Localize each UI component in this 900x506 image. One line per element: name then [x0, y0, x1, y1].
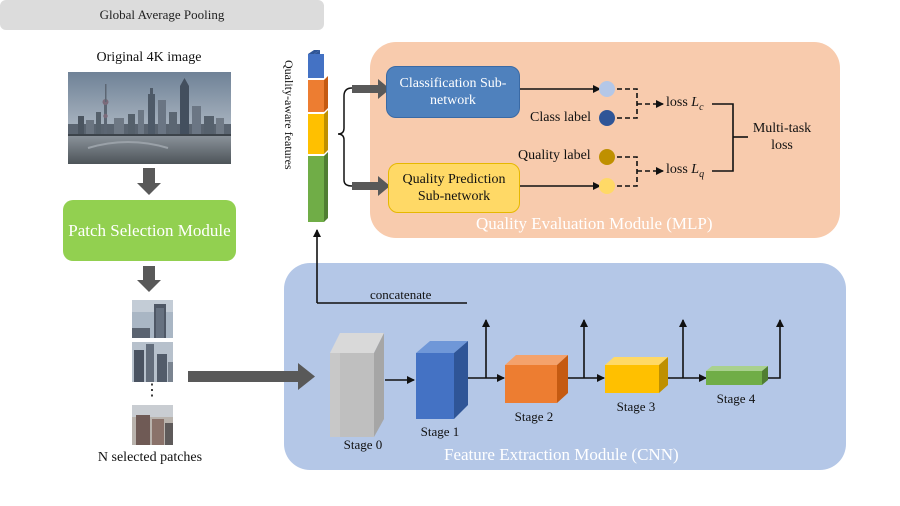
classification-subnetwork: Classification Sub-network	[386, 66, 520, 118]
quality-evaluation-title: Quality Evaluation Module (MLP)	[476, 214, 713, 233]
stage-2-label: Stage 2	[514, 409, 554, 424]
feature-extraction-title: Feature Extraction Module (CNN)	[444, 445, 679, 464]
quality-aware-features-label: Quality-aware features	[282, 60, 296, 170]
stage-4-block	[706, 366, 768, 385]
patch-thumbnail-2	[132, 342, 173, 382]
class-label-text: Class label	[530, 110, 592, 125]
feature-segment-green	[308, 152, 328, 222]
patch-thumbnail-1	[132, 300, 173, 338]
predicted-quality-dot	[599, 178, 615, 194]
quality-label-dot	[599, 149, 615, 165]
original-image-label: Original 4K image	[96, 50, 202, 65]
stage-3-block	[605, 357, 668, 393]
quality-label-text: Quality label	[518, 148, 591, 163]
down-arrow-1	[137, 168, 161, 195]
down-arrow-2	[137, 266, 161, 292]
loss-q-label: loss Lq	[666, 162, 705, 180]
quality-aware-feature-vector	[308, 50, 328, 222]
stage-4-label: Stage 4	[716, 391, 756, 406]
patches-to-cnn-arrow	[188, 363, 315, 390]
multi-task-loss-label: Multi-task loss	[752, 121, 812, 153]
quality-prediction-subnetwork: Quality Prediction Sub-network	[388, 163, 520, 213]
arrow-to-classification	[352, 79, 390, 99]
selected-patches-label: N selected patches	[97, 450, 203, 465]
patch-selection-module: Patch Selection Module	[63, 200, 236, 261]
stage-1-label: Stage 1	[420, 424, 460, 439]
feature-segment-orange	[308, 76, 328, 112]
predicted-class-dot	[599, 81, 615, 97]
arrow-to-quality-prediction	[352, 176, 390, 196]
stage-1-block	[416, 341, 468, 419]
feature-segment-yellow	[308, 110, 328, 154]
stage-0-block	[330, 333, 384, 437]
stage-3-label: Stage 3	[616, 399, 656, 414]
loss-c-label: loss Lc	[666, 95, 704, 113]
patch-thumbnail-n	[132, 405, 173, 445]
feature-brace	[337, 87, 353, 187]
class-label-dot	[599, 110, 615, 126]
stage-0-label: Stage 0	[343, 437, 383, 452]
global-average-pooling: Global Average Pooling	[0, 0, 324, 30]
label-dots	[599, 81, 615, 194]
ellipsis: ⋮	[144, 382, 160, 399]
stage-2-block	[505, 355, 568, 403]
original-4k-image	[68, 72, 231, 164]
concatenate-label: concatenate	[370, 287, 432, 302]
feature-segment-blue	[308, 50, 324, 78]
stage-blocks	[330, 333, 768, 437]
